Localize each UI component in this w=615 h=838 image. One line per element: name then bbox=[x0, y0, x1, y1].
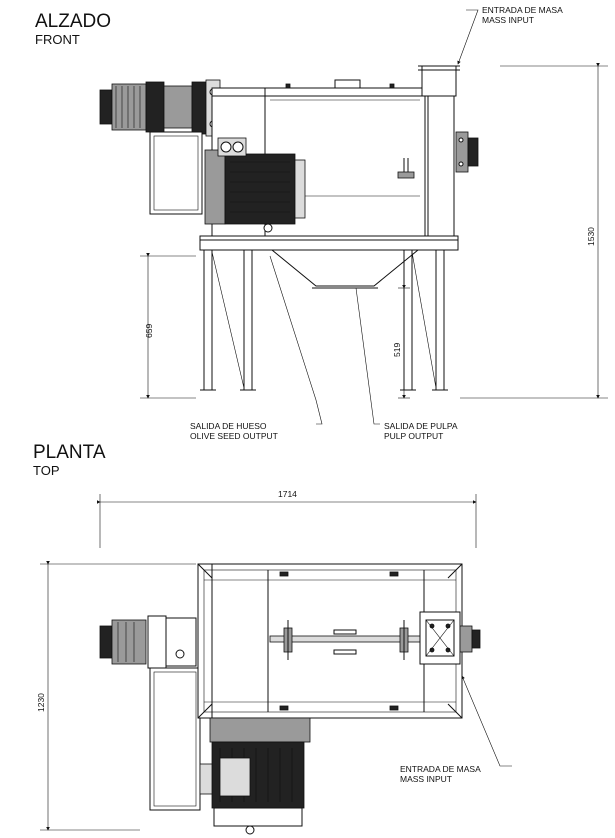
top-view: 1714 1230 bbox=[36, 489, 512, 835]
dim-1230-label: 1230 bbox=[36, 693, 46, 712]
dim-overall-width: 1714 bbox=[97, 489, 477, 548]
seed-output-es: SALIDA DE HUESO bbox=[190, 421, 267, 431]
top-view-title-block: PLANTA TOP bbox=[33, 442, 106, 479]
top-inlet-flange bbox=[419, 611, 481, 665]
top-view-subtitle: TOP bbox=[33, 463, 60, 478]
dim-1530-label: 1530 bbox=[586, 227, 596, 246]
gear-motor bbox=[99, 79, 221, 137]
top-view-title: PLANTA bbox=[33, 442, 106, 463]
front-view-title: ALZADO bbox=[35, 11, 112, 32]
main-motor bbox=[204, 137, 306, 233]
pulp-output-es: SALIDA DE PULPA bbox=[384, 421, 458, 431]
dim-leg-height: 659 bbox=[140, 253, 196, 399]
top-mass-input-en: MASS INPUT bbox=[400, 774, 452, 784]
top-drum-body bbox=[197, 563, 463, 719]
front-mass-input-es: ENTRADA DE MASA bbox=[482, 5, 563, 15]
front-view-title-block: ALZADO FRONT bbox=[35, 11, 112, 48]
seed-output-leader bbox=[269, 255, 323, 425]
front-mass-input-en: MASS INPUT bbox=[482, 15, 534, 25]
dim-pulp-outlet: 519 bbox=[392, 285, 410, 399]
pulp-output-en: PULP OUTPUT bbox=[384, 431, 443, 441]
top-belt-guard bbox=[149, 667, 201, 811]
top-gear-motor bbox=[99, 615, 197, 669]
pulp-output-leader bbox=[355, 287, 380, 425]
dim-overall-height: 1530 bbox=[460, 63, 608, 399]
inlet-chute bbox=[418, 65, 460, 237]
seed-output-en: OLIVE SEED OUTPUT bbox=[190, 431, 278, 441]
front-view-subtitle: FRONT bbox=[35, 32, 80, 47]
mass-input-leader-front bbox=[457, 9, 479, 65]
right-bearing bbox=[455, 131, 479, 173]
top-mass-input-es: ENTRADA DE MASA bbox=[400, 764, 481, 774]
dim-overall-depth: 1230 bbox=[36, 561, 196, 831]
base-frame bbox=[199, 235, 459, 391]
mass-input-leader-top bbox=[461, 675, 512, 767]
top-main-motor bbox=[199, 717, 311, 835]
dim-659-label: 659 bbox=[144, 324, 154, 338]
belt-guard bbox=[149, 131, 203, 215]
front-view: 1530 659 519 ENTRADA DE MASA MASS INPUT … bbox=[99, 5, 608, 441]
dim-1714-label: 1714 bbox=[278, 489, 297, 499]
dim-519-label: 519 bbox=[392, 343, 402, 357]
